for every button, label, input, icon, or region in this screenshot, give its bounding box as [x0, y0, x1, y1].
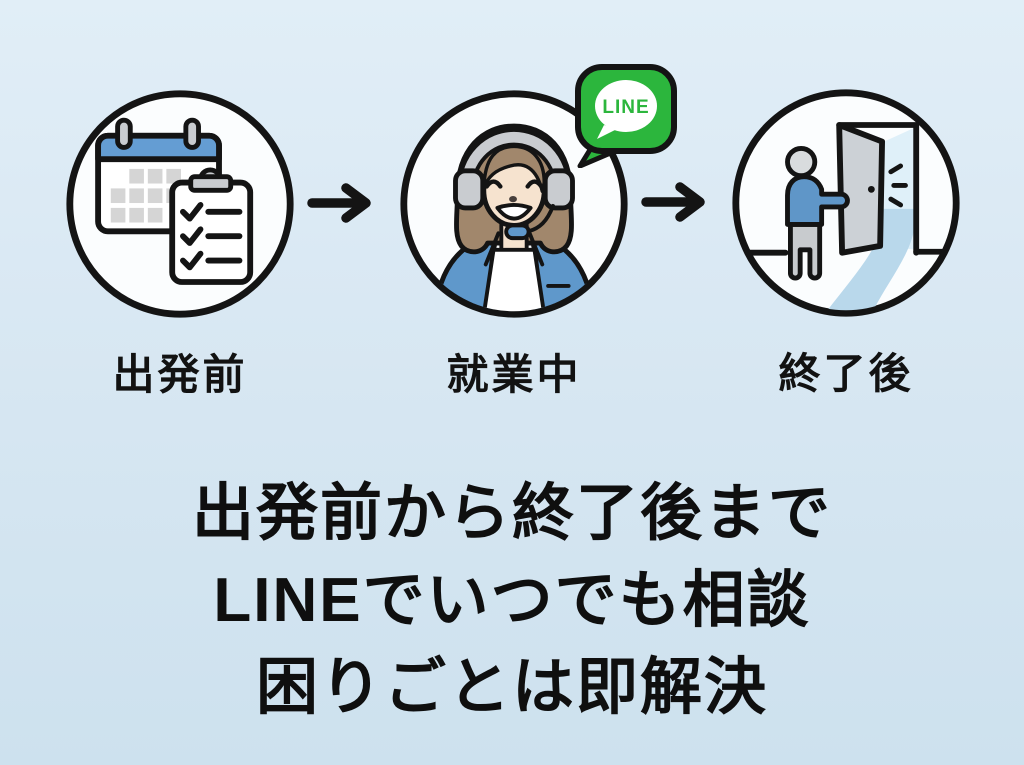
support-agent-icon: [400, 90, 628, 318]
door-exit-icon: [732, 89, 960, 317]
arrow-right-icon: [641, 182, 705, 222]
step-label: 終了後: [778, 350, 914, 397]
line-logo-text: LINE: [602, 97, 649, 118]
calendar-checklist-icon: [66, 90, 294, 318]
arrow-right-icon: [307, 183, 371, 223]
headline-line-3: 困りごとは即解決: [255, 653, 768, 722]
step-after-finish: 終了後: [729, 86, 963, 401]
line-badge: LINE: [575, 64, 677, 168]
step-label: 就業中: [446, 351, 582, 398]
step-before-departure: 出発前: [63, 87, 297, 402]
headline-line-2: LINEでいつでも相談: [213, 566, 811, 635]
step-label: 出発前: [112, 351, 248, 398]
headline-line-1: 出発前から終了後まで: [191, 479, 832, 548]
headline: 出発前から終了後まで LINEでいつでも相談 困りごとは即解決: [0, 470, 1024, 731]
step-during-work: 就業中: [397, 87, 631, 402]
